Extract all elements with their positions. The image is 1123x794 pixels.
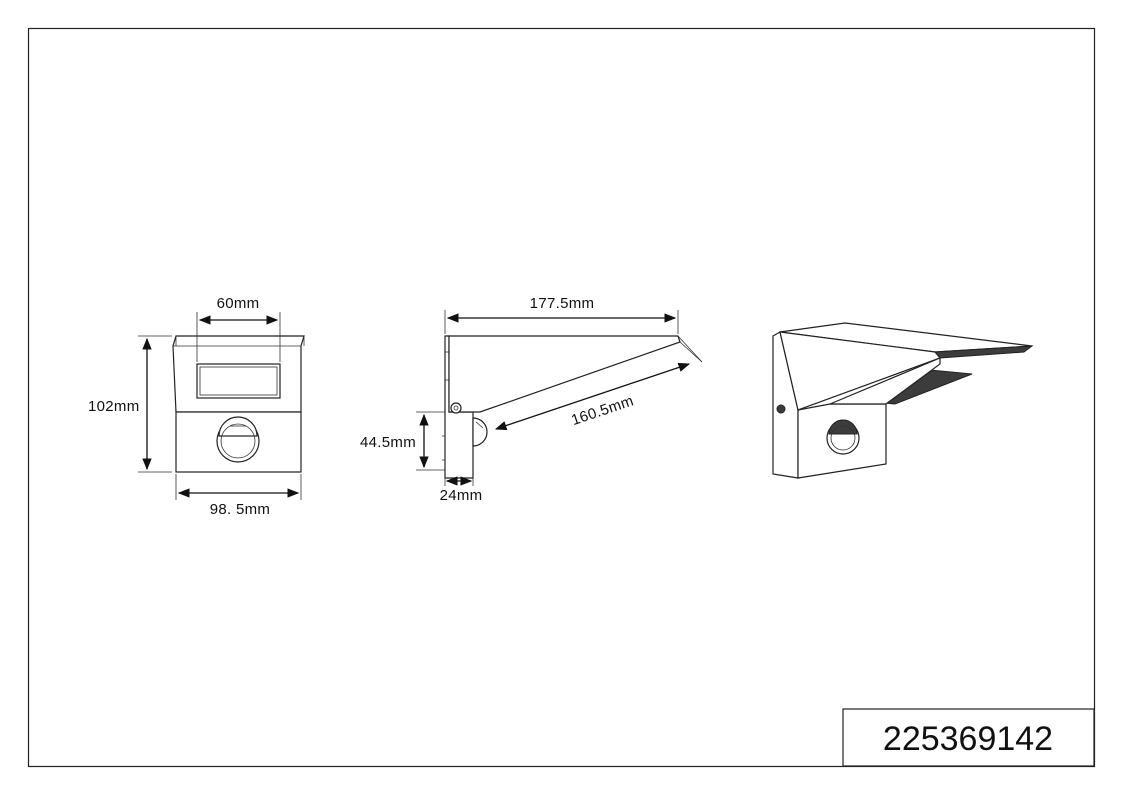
dim-label-mount-depth: 24mm — [440, 487, 483, 504]
dim-label-width-60: 60mm — [217, 295, 260, 312]
product-code-box: 225369142 — [842, 708, 1095, 767]
dim-label-length: 177.5mm — [530, 295, 595, 312]
front-view: 60mm 102mm 98. 5mm — [88, 295, 305, 518]
front-view-motion-sensor — [216, 416, 260, 463]
side-view-arm — [448, 335, 681, 413]
dim-line-160-5mm — [494, 362, 691, 431]
dim-label-base-width: 98. 5mm — [210, 501, 270, 518]
dim-label-arm: 160.5mm — [569, 392, 636, 429]
dim-label-mount-height: 44.5mm — [360, 434, 416, 451]
perspective-view — [772, 322, 1034, 479]
product-code: 225369142 — [883, 720, 1053, 758]
side-view-screw — [450, 402, 462, 414]
perspective-screw — [776, 404, 786, 414]
side-view-sensor — [472, 417, 488, 447]
dim-label-height-102: 102mm — [88, 398, 140, 415]
side-view: 177.5mm 160.5mm 44.5mm 24mm — [360, 295, 703, 504]
perspective-motion-sensor — [826, 419, 860, 455]
sheet-border — [27, 27, 1096, 768]
front-view-solar-window — [196, 363, 281, 399]
